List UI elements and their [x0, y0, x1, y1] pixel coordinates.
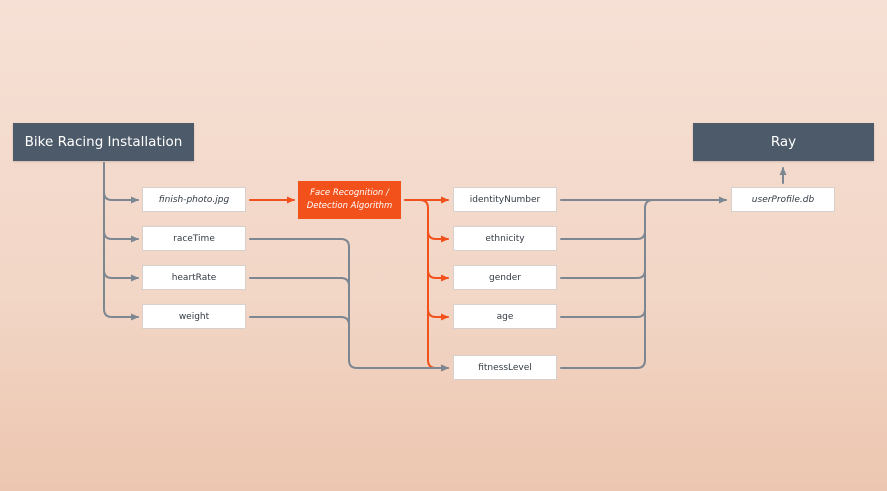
connector-heartrate-fitness: [249, 277, 350, 287]
target-title: Ray: [770, 134, 797, 150]
output-ethnicity: ethnicity: [453, 226, 557, 251]
connector-racetime-fitness: [249, 238, 449, 372]
connector-source-racetime: [103, 230, 139, 243]
connector-source-photo: [103, 191, 139, 204]
connector-gender-db: [560, 269, 646, 279]
connector-algorithm-trunk: [404, 199, 449, 372]
face-recognition-algorithm: Face Recognition / Detection Algorithm: [298, 181, 401, 219]
input-weight: weight: [142, 304, 246, 329]
connector-algorithm-gender: [427, 269, 449, 282]
process-line-1: Face Recognition /: [310, 188, 389, 198]
connector-source-trunk: [103, 162, 139, 321]
connector-weight-fitness: [249, 316, 350, 326]
process-line-2: Detection Algorithm: [306, 201, 393, 211]
connector-outputs-trunk: [560, 199, 654, 369]
output-gender: gender: [453, 265, 557, 290]
input-heart-rate: heartRate: [142, 265, 246, 290]
input-race-time: raceTime: [142, 226, 246, 251]
input-finish-photo: finish-photo.jpg: [142, 187, 246, 212]
connector-source-heartrate: [103, 269, 139, 282]
connector-ethnicity-db: [560, 230, 646, 240]
connector-algorithm-ethnicity: [427, 230, 449, 243]
connector-age-db: [560, 308, 646, 318]
output-fitness-level: fitnessLevel: [453, 355, 557, 380]
target-header: Ray: [693, 123, 874, 161]
connector-algorithm-age: [427, 308, 449, 321]
source-title: Bike Racing Installation: [24, 134, 183, 150]
source-header: Bike Racing Installation: [13, 123, 194, 161]
output-identity-number: identityNumber: [453, 187, 557, 212]
output-age: age: [453, 304, 557, 329]
user-profile-db: userProfile.db: [731, 187, 835, 212]
